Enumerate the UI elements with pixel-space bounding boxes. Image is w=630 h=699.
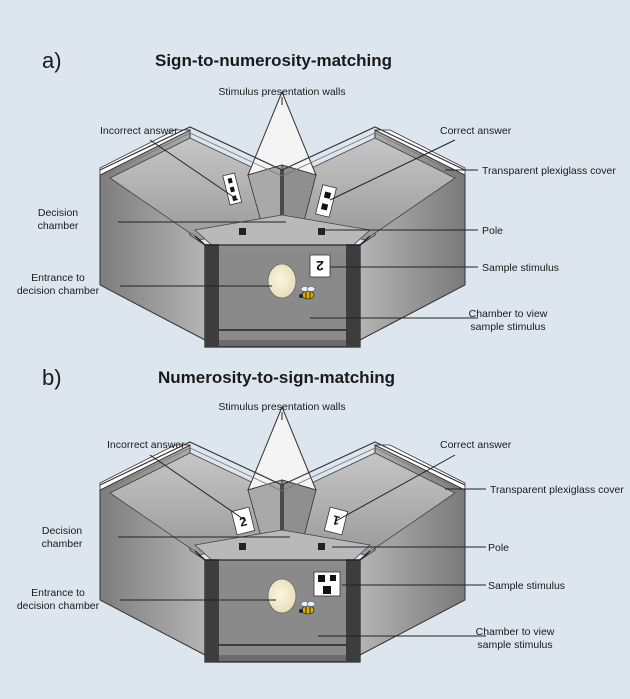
sample-stimulus-card bbox=[313, 571, 341, 597]
label-decision-2: chamber bbox=[38, 220, 79, 232]
label-walls: Stimulus presentation walls bbox=[218, 86, 345, 98]
label-decision-1: Decision bbox=[42, 525, 82, 537]
label-view-1: Chamber to view bbox=[476, 626, 555, 638]
label-pole: Pole bbox=[488, 542, 509, 554]
label-correct: Correct answer bbox=[440, 125, 512, 137]
label-decision-2: chamber bbox=[42, 538, 83, 550]
label-view-2: sample stimulus bbox=[477, 639, 552, 651]
leader-lines bbox=[118, 97, 478, 319]
label-walls: Stimulus presentation walls bbox=[218, 401, 345, 413]
correct-stimulus-card bbox=[315, 184, 337, 218]
svg-text:2: 2 bbox=[316, 258, 324, 274]
sample-stimulus-card: 2 bbox=[309, 254, 331, 278]
label-cover: Transparent plexiglass cover bbox=[482, 165, 616, 177]
incorrect-stimulus-card: 2 bbox=[230, 506, 256, 536]
label-incorrect: Incorrect answer bbox=[107, 439, 185, 451]
label-incorrect: Incorrect answer bbox=[100, 125, 178, 137]
label-cover: Transparent plexiglass cover bbox=[490, 484, 624, 496]
label-sample: Sample stimulus bbox=[488, 580, 565, 592]
label-view-1: Chamber to view bbox=[469, 308, 548, 320]
panel-letter: b) bbox=[42, 365, 62, 390]
label-correct: Correct answer bbox=[440, 439, 512, 451]
panel-a: a) Sign-to-numerosity-matching 2 bbox=[17, 48, 616, 348]
panel-b: b) Numerosity-to-sign-matching 2 1 bbox=[17, 365, 624, 663]
label-entrance-2: decision chamber bbox=[17, 600, 100, 612]
label-decision-1: Decision bbox=[38, 207, 78, 219]
panel-title: Numerosity-to-sign-matching bbox=[158, 368, 395, 387]
label-entrance-1: Entrance to bbox=[31, 587, 85, 599]
panel-title: Sign-to-numerosity-matching bbox=[155, 51, 392, 70]
label-sample: Sample stimulus bbox=[482, 262, 559, 274]
label-view-2: sample stimulus bbox=[470, 321, 545, 333]
leader-lines bbox=[118, 412, 486, 637]
svg-text:2: 2 bbox=[238, 513, 249, 529]
label-entrance-1: Entrance to bbox=[31, 272, 85, 284]
label-entrance-2: decision chamber bbox=[17, 285, 100, 297]
panel-letter: a) bbox=[42, 48, 62, 73]
label-pole: Pole bbox=[482, 225, 503, 237]
